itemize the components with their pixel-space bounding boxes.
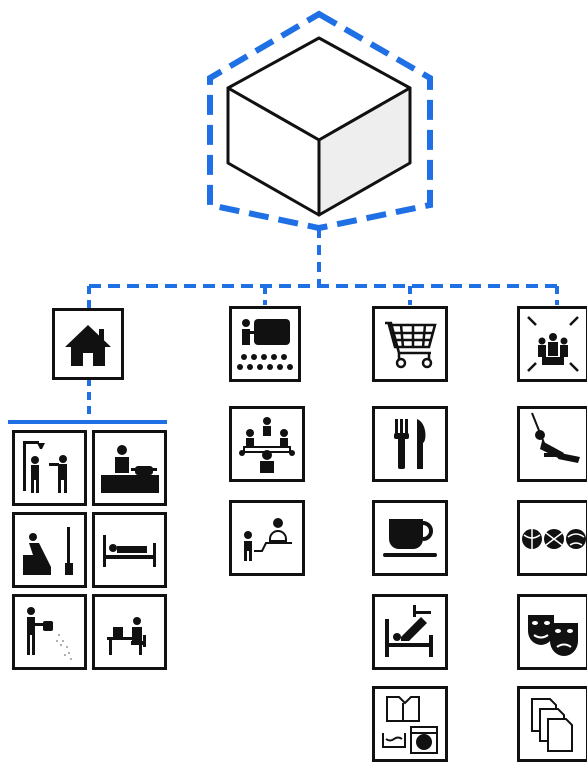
tile-fork-knife <box>372 406 448 482</box>
tile-working-at-computer <box>92 594 167 670</box>
reception-desk-icon <box>244 518 292 561</box>
theatre-masks-icon <box>528 615 578 656</box>
tile-home <box>52 308 124 380</box>
tile-hotel-bed <box>372 594 448 670</box>
tile-reception-desk <box>229 500 305 576</box>
gathering-icon <box>527 316 579 372</box>
laundry-icon <box>382 696 438 754</box>
hotel-bed-icon <box>385 605 433 657</box>
house-icon <box>57 313 119 375</box>
cube-icon <box>226 36 412 217</box>
tile-gathering <box>517 306 587 382</box>
sleeping-icon <box>103 535 156 567</box>
tile-documents <box>517 686 587 762</box>
working-at-computer-icon <box>107 617 146 655</box>
meeting-icon <box>239 417 295 473</box>
tile-watching-tv <box>12 512 87 588</box>
fork-knife-icon <box>394 419 426 469</box>
tile-theatre-masks <box>517 594 587 670</box>
cooking-icon <box>101 445 159 493</box>
tile-meeting <box>229 406 305 482</box>
connector-lines <box>8 228 559 424</box>
tile-sports-balls <box>517 500 587 576</box>
watering-plants-icon <box>27 607 72 660</box>
tile-presentation <box>229 306 301 382</box>
tile-cooking <box>92 430 167 506</box>
swing-icon <box>531 412 580 463</box>
shower-icon <box>23 441 67 493</box>
watching-tv-icon <box>23 527 73 575</box>
tile-sleeping <box>92 512 167 588</box>
tile-shopping-cart <box>372 306 448 382</box>
root-node <box>207 10 433 232</box>
tile-watering-plants <box>12 594 87 670</box>
documents-icon <box>531 698 573 752</box>
sports-balls-icon <box>522 529 586 549</box>
tile-shower <box>12 430 87 506</box>
tile-swing <box>517 406 587 482</box>
shopping-cart-icon <box>385 321 437 369</box>
presentation-icon <box>237 319 293 370</box>
tile-laundry <box>372 686 448 762</box>
tile-coffee-cup <box>372 500 448 576</box>
coffee-cup-icon <box>383 519 437 557</box>
